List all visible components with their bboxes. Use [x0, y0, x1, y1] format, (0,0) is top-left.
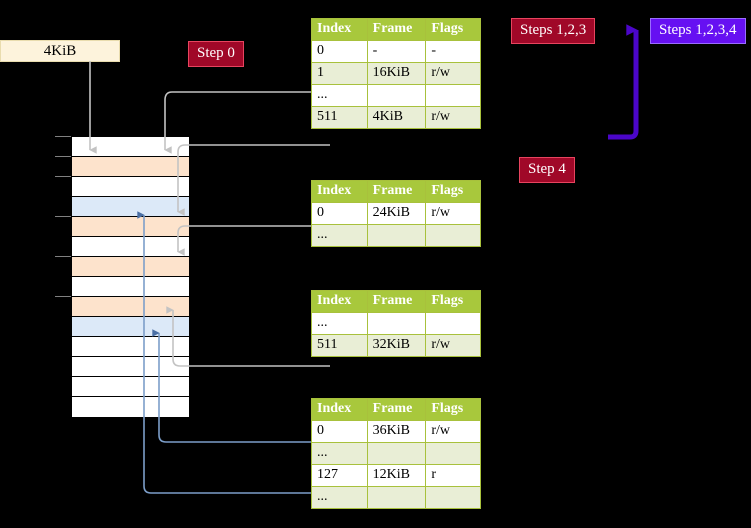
arrow-steps-bracket — [608, 24, 639, 140]
column-header-index: Index — [311, 180, 368, 203]
table-cell: r/w — [425, 334, 481, 357]
column-header-flags: Flags — [425, 180, 481, 203]
memory-row — [72, 217, 189, 237]
table-cell: 32KiB — [366, 334, 427, 357]
badge-step-4: Step 4 — [519, 157, 575, 183]
table-cell — [366, 224, 427, 247]
memory-row — [72, 137, 189, 157]
table-cell — [425, 312, 481, 335]
table-cell: 24KiB — [366, 202, 427, 225]
table-cell: 0 — [311, 40, 368, 63]
table-cell: ... — [311, 442, 368, 465]
table-cell: 511 — [311, 106, 368, 129]
memory-row — [72, 357, 189, 377]
table-cell: r/w — [425, 420, 481, 443]
table-cell: - — [366, 40, 427, 63]
table-cell — [425, 486, 481, 509]
table-cell — [425, 442, 481, 465]
memory-tick — [55, 176, 71, 177]
table-cell: r/w — [425, 62, 481, 85]
column-header-index: Index — [311, 398, 368, 421]
memory-row — [72, 297, 189, 317]
column-header-frame: Frame — [366, 290, 427, 313]
memory-row — [72, 237, 189, 257]
column-header-flags: Flags — [425, 18, 481, 41]
table-row: ... — [311, 312, 481, 335]
memory-row — [72, 317, 189, 337]
table-cell — [366, 312, 427, 335]
size-label-text: 4KiB — [43, 42, 77, 59]
table-cell: - — [425, 40, 481, 63]
physical-memory-column — [71, 136, 190, 417]
memory-row — [72, 197, 189, 217]
table-row: 0-- — [311, 40, 481, 63]
table-cell — [366, 442, 427, 465]
table-cell — [366, 84, 427, 107]
table-row: ... — [311, 442, 481, 465]
table-cell: ... — [311, 486, 368, 509]
table-row: ... — [311, 84, 481, 107]
memory-row — [72, 157, 189, 177]
memory-tick — [55, 136, 71, 137]
table-cell: 0 — [311, 202, 368, 225]
column-header-frame: Frame — [366, 398, 427, 421]
size-label-box: 4KiB — [0, 40, 120, 62]
memory-row — [72, 277, 189, 297]
arrow-table1-row0-to-memory — [177, 225, 330, 256]
table-cell: 127 — [311, 464, 368, 487]
table-cell: 4KiB — [366, 106, 427, 129]
table-row: ... — [311, 486, 481, 509]
table-cell — [425, 224, 481, 247]
table-cell: r — [425, 464, 481, 487]
table-cell: r/w — [425, 106, 481, 129]
arrow-table2-to-memory — [166, 306, 330, 367]
badge-steps-1-2-3-4: Steps 1,2,3,4 — [650, 18, 746, 44]
table-cell: 36KiB — [366, 420, 427, 443]
table-cell: ... — [311, 84, 368, 107]
badge-steps-1-2-3: Steps 1,2,3 — [511, 18, 596, 44]
column-header-frame: Frame — [366, 18, 427, 41]
table-cell: ... — [311, 224, 368, 247]
column-header-flags: Flags — [425, 290, 481, 313]
memory-tick — [55, 156, 71, 157]
memory-tick — [55, 216, 71, 217]
memory-tick — [55, 256, 71, 257]
table-cell: r/w — [425, 202, 481, 225]
table-cell: ... — [311, 312, 368, 335]
table-cell: 12KiB — [366, 464, 427, 487]
table-cell: 511 — [311, 334, 368, 357]
table-cell: 16KiB — [366, 62, 427, 85]
table-cell — [366, 486, 427, 509]
arrow-table0-row511-to-memory — [177, 144, 330, 216]
memory-row — [72, 397, 189, 417]
column-header-frame: Frame — [366, 180, 427, 203]
badge-step-0: Step 0 — [188, 41, 244, 67]
column-header-index: Index — [311, 290, 368, 313]
table-cell: 1 — [311, 62, 368, 85]
table-row: ... — [311, 224, 481, 247]
memory-row — [72, 177, 189, 197]
memory-row — [72, 257, 189, 277]
table-cell: 0 — [311, 420, 368, 443]
column-header-index: Index — [311, 18, 368, 41]
memory-row — [72, 377, 189, 397]
memory-row — [72, 337, 189, 357]
table-cell — [425, 84, 481, 107]
column-header-flags: Flags — [425, 398, 481, 421]
memory-tick — [55, 296, 71, 297]
